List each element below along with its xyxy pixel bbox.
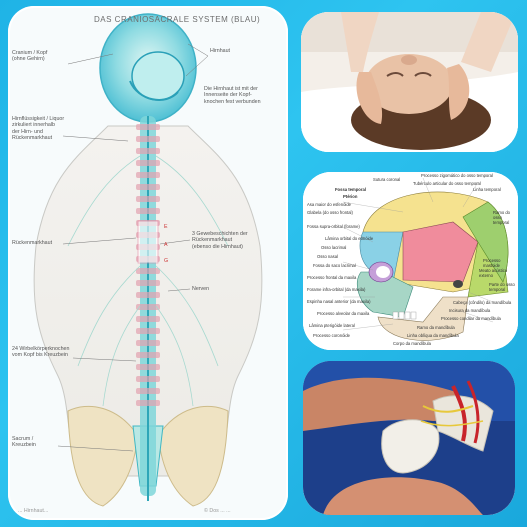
skull-label-23: Meato acústico externo bbox=[479, 268, 508, 278]
skull-label-22: Processo mastoide bbox=[483, 258, 501, 268]
diagram-title: DAS CRANIOSACRALE SYSTEM (BLAU) bbox=[94, 15, 261, 24]
marker-a: A bbox=[164, 242, 168, 248]
craniosacral-illustration bbox=[33, 13, 263, 507]
skull-label-7: Glabela (do osso frontal) bbox=[307, 210, 353, 215]
skull-label-11: Osso nasal bbox=[317, 254, 338, 259]
label-sacrum: Sacrum / Kreuzbein bbox=[12, 436, 36, 449]
label-gewebeschichten: 3 Gewebeschichten der Rückenmarkhaut (eb… bbox=[192, 231, 248, 250]
skull-label-1: Sutura coronal bbox=[373, 177, 401, 182]
head-massage-photo bbox=[301, 12, 518, 152]
skull-label-13: Processo frontal da maxila bbox=[307, 275, 357, 280]
skull-label-8: Fossa supra-orbital (forame) bbox=[307, 224, 360, 229]
skull-label-28: Parte do osso temporal bbox=[489, 282, 515, 292]
skull-label-10: Osso lacrimal bbox=[321, 245, 347, 250]
footer-right: © Dos ... ... bbox=[204, 508, 231, 514]
skull-label-2: Tubérculo articular do osso temporal bbox=[413, 181, 481, 186]
skull-label-5: Ptérion bbox=[343, 194, 358, 199]
label-liquor: Hirnflüssigkeit / Liquor zirkuliert inne… bbox=[12, 116, 65, 142]
footer-left: ... Hirnhaut... bbox=[18, 508, 49, 514]
skull-label-15: Espinha nasal anterior (da maxila) bbox=[307, 299, 371, 304]
marker-g: G bbox=[164, 258, 169, 264]
label-cranium: Cranium / Kopf (ohne Gehirn) bbox=[12, 50, 48, 63]
skull-anatomy-panel: Fossa temporal Sutura coronal Tubérculo … bbox=[303, 172, 518, 350]
skull-label-3: Processo zigomático do osso temporal bbox=[421, 173, 493, 178]
label-hirnhaut-note: Die Hirnhaut ist mit der Innenseite der … bbox=[204, 86, 261, 105]
skull-label-12: Fossa do saco lacrimal bbox=[313, 263, 356, 268]
skull-label-21: Corpo da mandíbula bbox=[393, 341, 431, 346]
skull-label-24: Cabeça (côndilo) da mandíbula bbox=[453, 300, 512, 305]
skull-label-20: Linha oblíqua da mandíbula bbox=[407, 333, 459, 338]
label-wirbel: 24 Wirbelkörperknochen vom Kopf bis Kreu… bbox=[12, 346, 70, 359]
skull-label-19: Ramo da mandíbula bbox=[417, 325, 455, 330]
skull-label-14: Forame infra-orbital (da maxila) bbox=[307, 287, 366, 292]
marker-e: E bbox=[164, 224, 168, 230]
skull-label-6: Asa maior do esfenóide bbox=[307, 202, 351, 207]
hands-spine-model-photo bbox=[303, 361, 515, 515]
skull-illustration bbox=[303, 172, 518, 350]
skull-label-17: Lâmina pterigóide lateral bbox=[309, 323, 355, 328]
skull-label-26: Processo condilar da mandíbula bbox=[441, 316, 501, 321]
skull-label-18: Processo coronóide bbox=[313, 333, 351, 338]
label-hirnhaut: Hirnhaut bbox=[210, 48, 231, 54]
skull-label-16: Processo alveolar da maxila bbox=[317, 311, 370, 316]
craniosacral-diagram-panel: DAS CRANIOSACRALE SYSTEM (BLAU) Cranium … bbox=[8, 6, 288, 520]
hands-spine-image bbox=[303, 361, 515, 515]
label-rueckenmarkhaut: Rückenmarkhaut bbox=[12, 240, 53, 246]
skull-label-0: Fossa temporal bbox=[335, 187, 366, 192]
label-nerven: Nerven bbox=[192, 286, 210, 292]
skull-label-4: Linha temporal bbox=[473, 187, 501, 192]
head-massage-image bbox=[301, 12, 518, 152]
skull-label-27: Ramo do osso temporal bbox=[493, 210, 510, 225]
skull-label-25: Incisura da mandíbula bbox=[449, 308, 491, 313]
skull-label-9: Lâmina orbital do etmóide bbox=[325, 236, 374, 241]
